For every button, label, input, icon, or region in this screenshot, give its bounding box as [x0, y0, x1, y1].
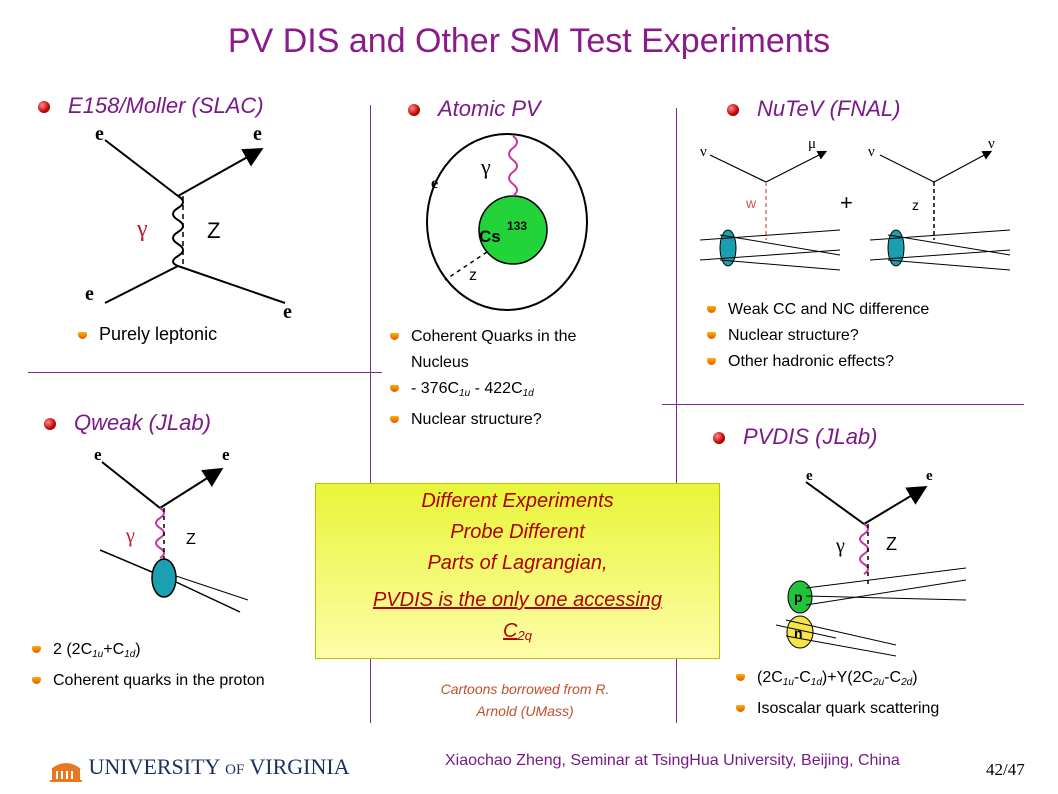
box-c2q: C2q: [503, 620, 532, 643]
svg-text:ν: ν: [988, 136, 995, 152]
svg-text:Z: Z: [886, 534, 897, 554]
svg-text:γ: γ: [480, 154, 491, 179]
cesium-label: Cs: [479, 227, 501, 246]
svg-text:γ: γ: [125, 525, 135, 547]
svg-text:μ: μ: [808, 136, 816, 152]
page-title: PV DIS and Other SM Test Experiments: [227, 22, 831, 60]
qweak-items: 2 (2C1u+C1d) Coherent quarks in the prot…: [32, 637, 265, 694]
nutev-diagram: ν μ w + ν ν z: [699, 136, 1011, 271]
box-line-underlined: PVDIS is the only one accessing: [372, 589, 663, 611]
neutron-label: n: [794, 625, 803, 641]
sub-bullet-icon: [707, 332, 716, 340]
divider-horizontal-right: [662, 404, 1024, 405]
bullet-icon: [38, 101, 50, 114]
svg-text:e: e: [926, 468, 933, 484]
bullet-icon: [44, 418, 56, 431]
svg-text:ν: ν: [868, 144, 875, 160]
svg-text:e: e: [253, 123, 262, 145]
svg-text:Z: Z: [186, 531, 196, 548]
box-line-2: Probe Different: [450, 521, 585, 543]
rotunda-icon: [50, 762, 82, 782]
section-heading-qweak: Qweak (JLab): [44, 410, 211, 436]
qweak-diagram: e e γ Z: [94, 445, 249, 613]
svg-text:e: e: [85, 283, 94, 305]
section-heading-atomic: Atomic PV: [408, 96, 541, 122]
uva-logo: UNIVERSITY of VIRGINIA: [48, 754, 350, 783]
svg-text:e: e: [431, 175, 438, 192]
svg-text:w: w: [745, 195, 757, 211]
svg-text:e: e: [222, 445, 230, 464]
svg-text:e: e: [283, 301, 292, 318]
box-line-1: Different Experiments: [421, 490, 614, 512]
sub-bullet-icon: [736, 705, 745, 713]
box-line-3: Parts of Lagrangian,: [427, 552, 608, 574]
sub-bullet-icon: [32, 646, 41, 654]
atomic-items: Coherent Quarks in the Nucleus - 376C1u …: [390, 324, 576, 433]
section-heading-nutev: NuTeV (FNAL): [727, 96, 900, 122]
sub-bullet-icon: [390, 416, 399, 424]
sub-bullet-icon: [78, 331, 87, 339]
bullet-icon: [727, 104, 739, 117]
svg-text:z: z: [469, 267, 477, 284]
sub-bullet-icon: [390, 333, 399, 341]
e158-feynman-diagram: e e e e γ Z: [85, 123, 292, 318]
summary-box: Different Experiments Probe Different Pa…: [315, 483, 720, 659]
atomic-pv-diagram: e γ Cs 133 z: [426, 133, 588, 311]
section-heading-pvdis: PVDIS (JLab): [713, 424, 878, 450]
divider-horizontal-left: [28, 372, 382, 373]
bullet-icon: [713, 432, 725, 445]
divider-vertical-left: [370, 105, 371, 723]
sub-bullet-icon: [736, 674, 745, 682]
proton-label: p: [794, 589, 803, 605]
sub-bullet-icon: [707, 306, 716, 314]
svg-text:e: e: [94, 445, 102, 464]
svg-text:z: z: [912, 197, 919, 213]
bullet-icon: [408, 104, 420, 117]
svg-text:e: e: [806, 468, 813, 484]
pvdis-items: (2C1u-C1d)+Y(2C2u-C2d) Isoscalar quark s…: [736, 665, 939, 722]
svg-text:+: +: [840, 190, 853, 215]
sub-bullet-icon: [707, 358, 716, 366]
pvdis-diagram: e e γ Z p n: [776, 468, 967, 657]
divider-vertical-right: [676, 108, 677, 723]
e158-item: Purely leptonic: [78, 321, 217, 347]
photon-label: γ: [136, 216, 148, 242]
svg-text:ν: ν: [700, 144, 707, 160]
credit-note: Cartoons borrowed from R. Arnold (UMass): [440, 681, 610, 719]
electron-label: e: [95, 123, 104, 145]
nutev-items: Weak CC and NC difference Nuclear struct…: [707, 297, 929, 375]
cesium-mass-label: 133: [507, 219, 527, 233]
sub-bullet-icon: [390, 385, 399, 393]
sub-bullet-icon: [32, 677, 41, 685]
section-heading-e158: E158/Moller (SLAC): [38, 93, 264, 119]
page-number: 42/47: [986, 760, 1025, 779]
svg-text:γ: γ: [835, 535, 845, 557]
z-boson-label: Z: [207, 218, 220, 243]
footer-text: Xiaochao Zheng, Seminar at TsingHua Univ…: [445, 752, 900, 769]
